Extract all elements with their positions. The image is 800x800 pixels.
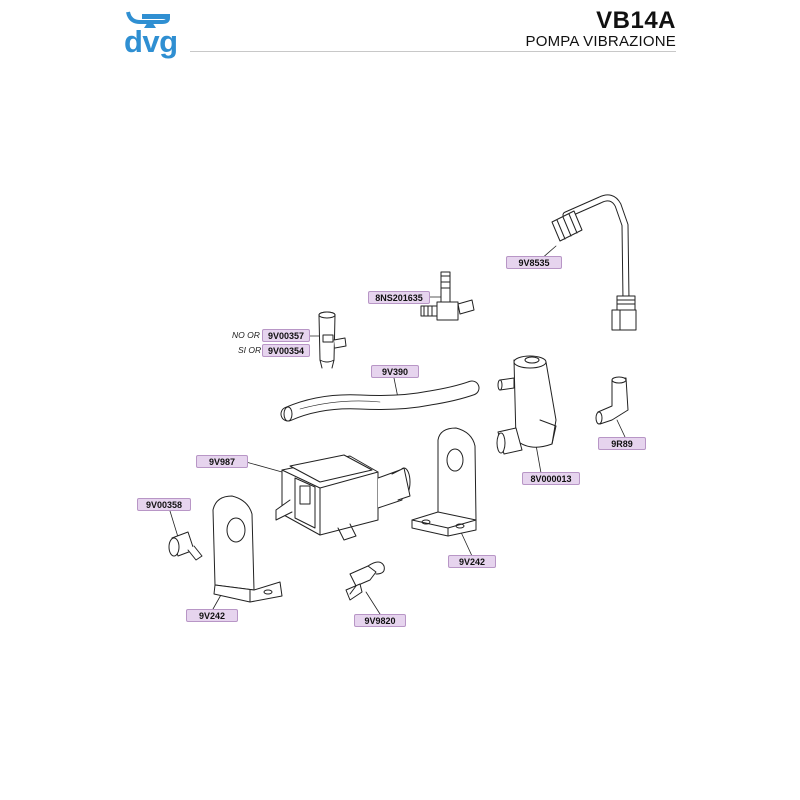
header-divider (190, 51, 676, 52)
part-label-9v390: 9V390 (371, 365, 419, 378)
part-9v987-pump (275, 454, 411, 541)
coffee-cup-icon (126, 11, 170, 28)
part-label-9r89: 9R89 (598, 437, 646, 450)
part-9r89-elbow (595, 376, 629, 425)
part-9v242-bracket-left (212, 495, 283, 603)
part-label-9v00357: 9V00357 (262, 329, 310, 342)
logo-text: dvg (124, 24, 178, 59)
dvg-logo (122, 8, 182, 35)
part-9v8535-pipe (551, 194, 637, 331)
part-9v00358-fitting (168, 531, 203, 561)
note-si-or: SI OR (238, 345, 262, 355)
part-label-9v242-left: 9V242 (186, 609, 238, 622)
part-label-9v9820: 9V9820 (354, 614, 406, 627)
page-subtitle: POMPA VIBRAZIONE (525, 33, 676, 50)
part-label-9v00354: 9V00354 (262, 344, 310, 357)
part-9v9820-clip (345, 561, 385, 601)
part-label-9v8535: 9V8535 (506, 256, 562, 269)
part-label-9v242-right: 9V242 (448, 555, 496, 568)
part-label-8ns201635: 8NS201635 (368, 291, 430, 304)
part-9v242-bracket-right (411, 427, 477, 537)
note-no-or: NO OR (232, 330, 260, 340)
part-8ns201635-tee (420, 271, 475, 321)
part-label-9v987: 9V987 (196, 455, 248, 468)
model-code: VB14A (596, 7, 676, 34)
part-label-8v000013: 8V000013 (522, 472, 580, 485)
part-label-9v00358: 9V00358 (137, 498, 191, 511)
part-8v000013-fitting (496, 355, 557, 455)
part-9v00357-valve (318, 311, 347, 369)
part-9v390-tube (280, 380, 480, 422)
